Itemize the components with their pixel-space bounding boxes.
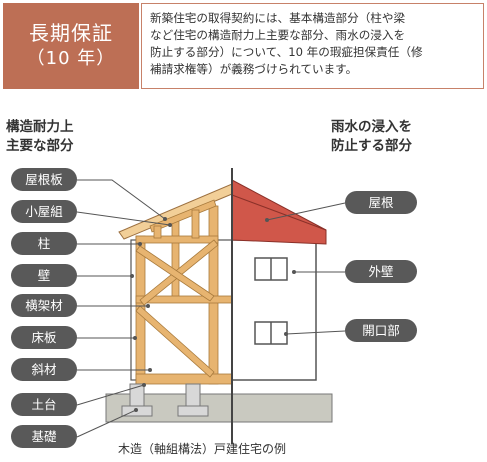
window-lower: [254, 321, 288, 345]
label-foundation: 基礎: [11, 425, 77, 448]
label-beam: 横架材: [11, 294, 77, 317]
structural-section-title: 構造耐力上 主要な部分: [6, 118, 74, 156]
left-leader-lines: [76, 179, 171, 438]
title-line: 防止する部分: [331, 138, 412, 154]
label-floor-board: 床板: [11, 326, 77, 349]
label-roof: 屋根: [345, 191, 417, 214]
label-column: 柱: [11, 232, 77, 255]
roof-truss: [149, 199, 217, 239]
label-brace: 斜材: [11, 358, 77, 381]
window-upper: [254, 257, 288, 281]
description-line: 防止する部分）について、10 年の瑕疵担保責任（修: [150, 45, 423, 59]
warranty-badge: 長期保証 （10 年）: [3, 3, 139, 89]
label-roof-board: 屋根板: [11, 168, 77, 191]
warranty-description: 新築住宅の取得契約には、基本構造部分（柱や梁 など住宅の構造耐力上主要な部分、雨…: [141, 3, 484, 89]
badge-subtitle: （10 年）: [26, 48, 116, 69]
description-line: 新築住宅の取得契約には、基本構造部分（柱や梁: [150, 11, 406, 25]
label-openings: 開口部: [345, 319, 417, 342]
rainwater-section-title: 雨水の浸入を 防止する部分: [331, 118, 412, 156]
title-line: 構造耐力上: [6, 119, 74, 135]
badge-title: 長期保証: [29, 21, 113, 45]
label-wall: 壁: [11, 264, 77, 287]
diagram-caption: 木造（軸組構法）戸建住宅の例: [118, 442, 287, 456]
title-line: 雨水の浸入を: [331, 119, 412, 135]
title-line: 主要な部分: [6, 138, 74, 154]
right-leader-dots: [265, 218, 296, 336]
right-leader-lines: [266, 202, 346, 335]
header: 長期保証 （10 年） 新築住宅の取得契約には、基本構造部分（柱や梁 など住宅の…: [0, 0, 487, 92]
description-line: 補請求権等）が義務づけられています。: [150, 62, 358, 76]
label-exterior-wall: 外壁: [345, 260, 417, 283]
description-line: など住宅の構造耐力上主要な部分、雨水の浸入を: [150, 28, 406, 42]
label-sill: 土台: [11, 393, 77, 416]
left-leader-dots: [130, 217, 172, 412]
label-roof-frame: 小屋組: [11, 200, 77, 223]
